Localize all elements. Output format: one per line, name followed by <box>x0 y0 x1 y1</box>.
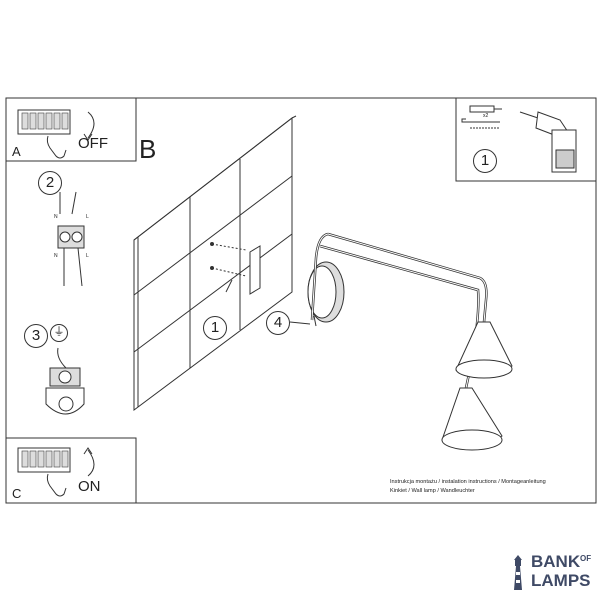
panel-b-letter: B <box>139 134 157 164</box>
ground-symbol-icon: ⏚ <box>50 324 68 342</box>
breaker-on-icon <box>17 447 95 497</box>
terminal-n-bottom: N <box>54 253 58 259</box>
terminal-n-top: N <box>54 214 58 220</box>
kit-quantity: x2 <box>483 113 489 119</box>
outer-frame <box>5 97 597 504</box>
logo-of-text: OF <box>580 554 592 563</box>
step-3-label: 3 <box>24 324 48 348</box>
lighthouse-icon <box>514 555 522 590</box>
drill-icon <box>519 111 577 173</box>
caption-line-1: Instrukcja montażu / instalation instruc… <box>390 479 546 485</box>
logo-bank-text: BANK <box>531 552 581 571</box>
panel-a-box <box>5 97 137 162</box>
step-1-tools-label: 1 <box>473 149 497 173</box>
terminal-l-top: L <box>86 214 89 220</box>
step-4-label: 4 <box>266 311 290 335</box>
panel-c-box <box>5 437 137 504</box>
breaker-off-icon <box>17 109 95 159</box>
terminal-block-icon <box>57 191 85 287</box>
ground-terminal-icon <box>45 347 85 415</box>
wall-lamp-illustration <box>289 232 513 451</box>
on-label: ON <box>78 478 101 495</box>
step-1-wall-label: 1 <box>203 316 227 340</box>
bank-of-lamps-logo: BANK OF LAMPS <box>508 552 600 592</box>
wall-plug-screw-icon <box>461 105 502 129</box>
wall-grid <box>133 115 297 411</box>
panel-a-letter: A <box>12 144 21 159</box>
step-2-label: 2 <box>38 171 62 195</box>
tools-box <box>455 97 597 182</box>
mounting-bracket <box>210 242 261 295</box>
logo-lamps-text: LAMPS <box>531 571 591 590</box>
off-label: OFF <box>78 135 108 152</box>
terminal-l-bottom: L <box>86 253 89 259</box>
panel-c-letter: C <box>12 486 22 501</box>
caption-line-2: Kinkiet / Wall lamp / Wandleuchter <box>390 488 475 494</box>
